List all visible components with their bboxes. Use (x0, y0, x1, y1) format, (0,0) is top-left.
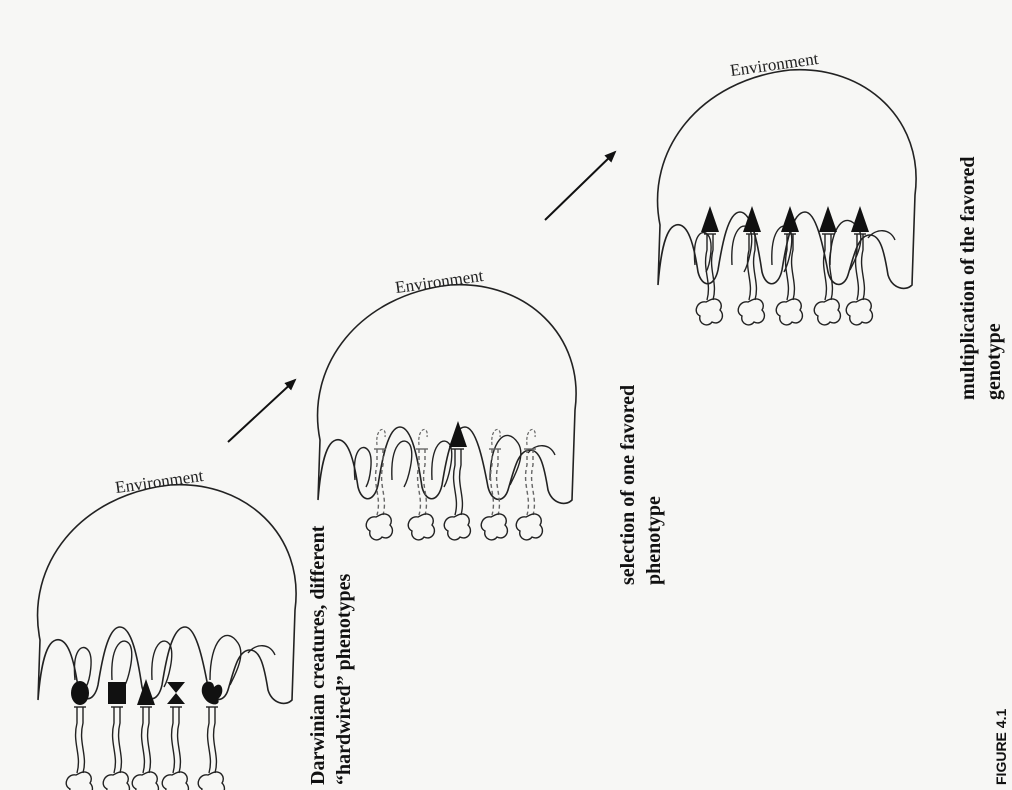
creature-root (738, 299, 764, 325)
environment-fold (152, 641, 172, 687)
creature-stalk (754, 234, 757, 300)
environment-outline (318, 285, 577, 504)
creature-root (846, 299, 872, 325)
creature-root (66, 772, 92, 790)
creature-stalk (76, 707, 79, 773)
arrow-2-to-3 (545, 152, 615, 220)
caption-line-1: selection of one favored (617, 385, 639, 585)
creature-stalk (497, 449, 500, 515)
environment-shape (658, 70, 917, 289)
creature-stalk (113, 707, 116, 773)
triangle-phenotype-icon (137, 679, 155, 705)
caption-line-2: phenotype (643, 496, 665, 585)
arrow-1-to-2 (228, 380, 295, 442)
caption-line-1: multiplication of the favored (957, 156, 979, 400)
creature-root (366, 514, 392, 540)
creature (776, 206, 802, 325)
environment-fold (112, 641, 132, 687)
creature-stalk (418, 449, 421, 515)
blob-phenotype-icon (202, 682, 223, 705)
triangle-phenotype-icon (449, 421, 467, 447)
square-phenotype-icon (108, 682, 126, 704)
triangle-phenotype-icon (851, 206, 869, 232)
creature-root (481, 514, 507, 540)
triangle-phenotype-icon (819, 206, 837, 232)
environment-shape (318, 285, 577, 504)
triangle-phenotype-icon (701, 206, 719, 232)
environment-fold (392, 441, 412, 487)
creature-stalk (172, 707, 175, 773)
creature-root (696, 299, 722, 325)
caption-line-2: genotype (983, 323, 1005, 400)
creature-stalk (142, 707, 145, 773)
creature (162, 682, 188, 790)
environment-fold (490, 435, 521, 485)
caption-panel-3: multiplication of the favored genotype (957, 156, 1005, 400)
creature-row (696, 206, 872, 325)
figure-label: FIGURE 4.1 (993, 709, 1009, 785)
creature-stalk (454, 449, 457, 515)
environment-fold (210, 635, 241, 685)
creature (66, 681, 92, 790)
creature-row (366, 421, 542, 540)
creature-root (103, 772, 129, 790)
creature-stalk (148, 707, 151, 773)
creature-stalk (178, 707, 181, 773)
creature-stalk (82, 707, 85, 773)
caption-panel-2: selection of one favored phenotype (617, 385, 665, 585)
panel-multiplication: Environment (658, 49, 917, 325)
creature-root (408, 514, 434, 540)
faded-hook-icon (377, 429, 385, 445)
creature (444, 421, 470, 540)
creature (366, 429, 392, 539)
creature-stalk (712, 234, 715, 300)
creature-stalk (424, 449, 427, 515)
panel-selection: Environment (318, 266, 577, 540)
creature-root (776, 299, 802, 325)
creature-root (132, 772, 158, 790)
creature-root (516, 514, 542, 540)
creature-stalk (532, 449, 535, 515)
creature (198, 682, 224, 790)
environment-label: Environment (729, 49, 820, 80)
oval-phenotype-icon (71, 681, 89, 705)
caption-panel-1: Darwinian creatures, different “hardwire… (307, 525, 355, 785)
environment-fold (432, 441, 452, 487)
creature-stalk (208, 707, 211, 773)
creature-row (66, 679, 224, 790)
creature-stalk (824, 234, 827, 300)
environment-label: Environment (114, 466, 205, 497)
caption-line-1: Darwinian creatures, different (307, 525, 329, 785)
environment-label: Environment (394, 266, 485, 297)
creature-root (814, 299, 840, 325)
creature-stalk (119, 707, 122, 773)
creature-root (198, 772, 224, 790)
faded-hook-icon (492, 429, 500, 445)
creature-stalk (382, 449, 385, 515)
faded-hook-icon (527, 429, 535, 445)
creature-root (162, 772, 188, 790)
environment-outline (658, 70, 917, 289)
creature-root (444, 514, 470, 540)
environment-fold (772, 226, 792, 272)
environment-outline (38, 485, 297, 704)
creature-stalk (526, 449, 529, 515)
triangle-phenotype-icon (743, 206, 761, 232)
creature-stalk (862, 234, 865, 300)
environment-shape (38, 485, 297, 704)
panel-darwinian-creatures: Environment (38, 466, 297, 790)
creature (481, 429, 507, 539)
hourglass-phenotype-icon (167, 682, 185, 704)
creature (132, 679, 158, 790)
faded-hook-icon (419, 429, 427, 445)
creature-stalk (214, 707, 217, 773)
creature (103, 682, 129, 790)
creature-stalk (460, 449, 463, 515)
caption-line-2: “hardwired” phenotypes (333, 573, 355, 785)
creature-stalk (748, 234, 751, 300)
